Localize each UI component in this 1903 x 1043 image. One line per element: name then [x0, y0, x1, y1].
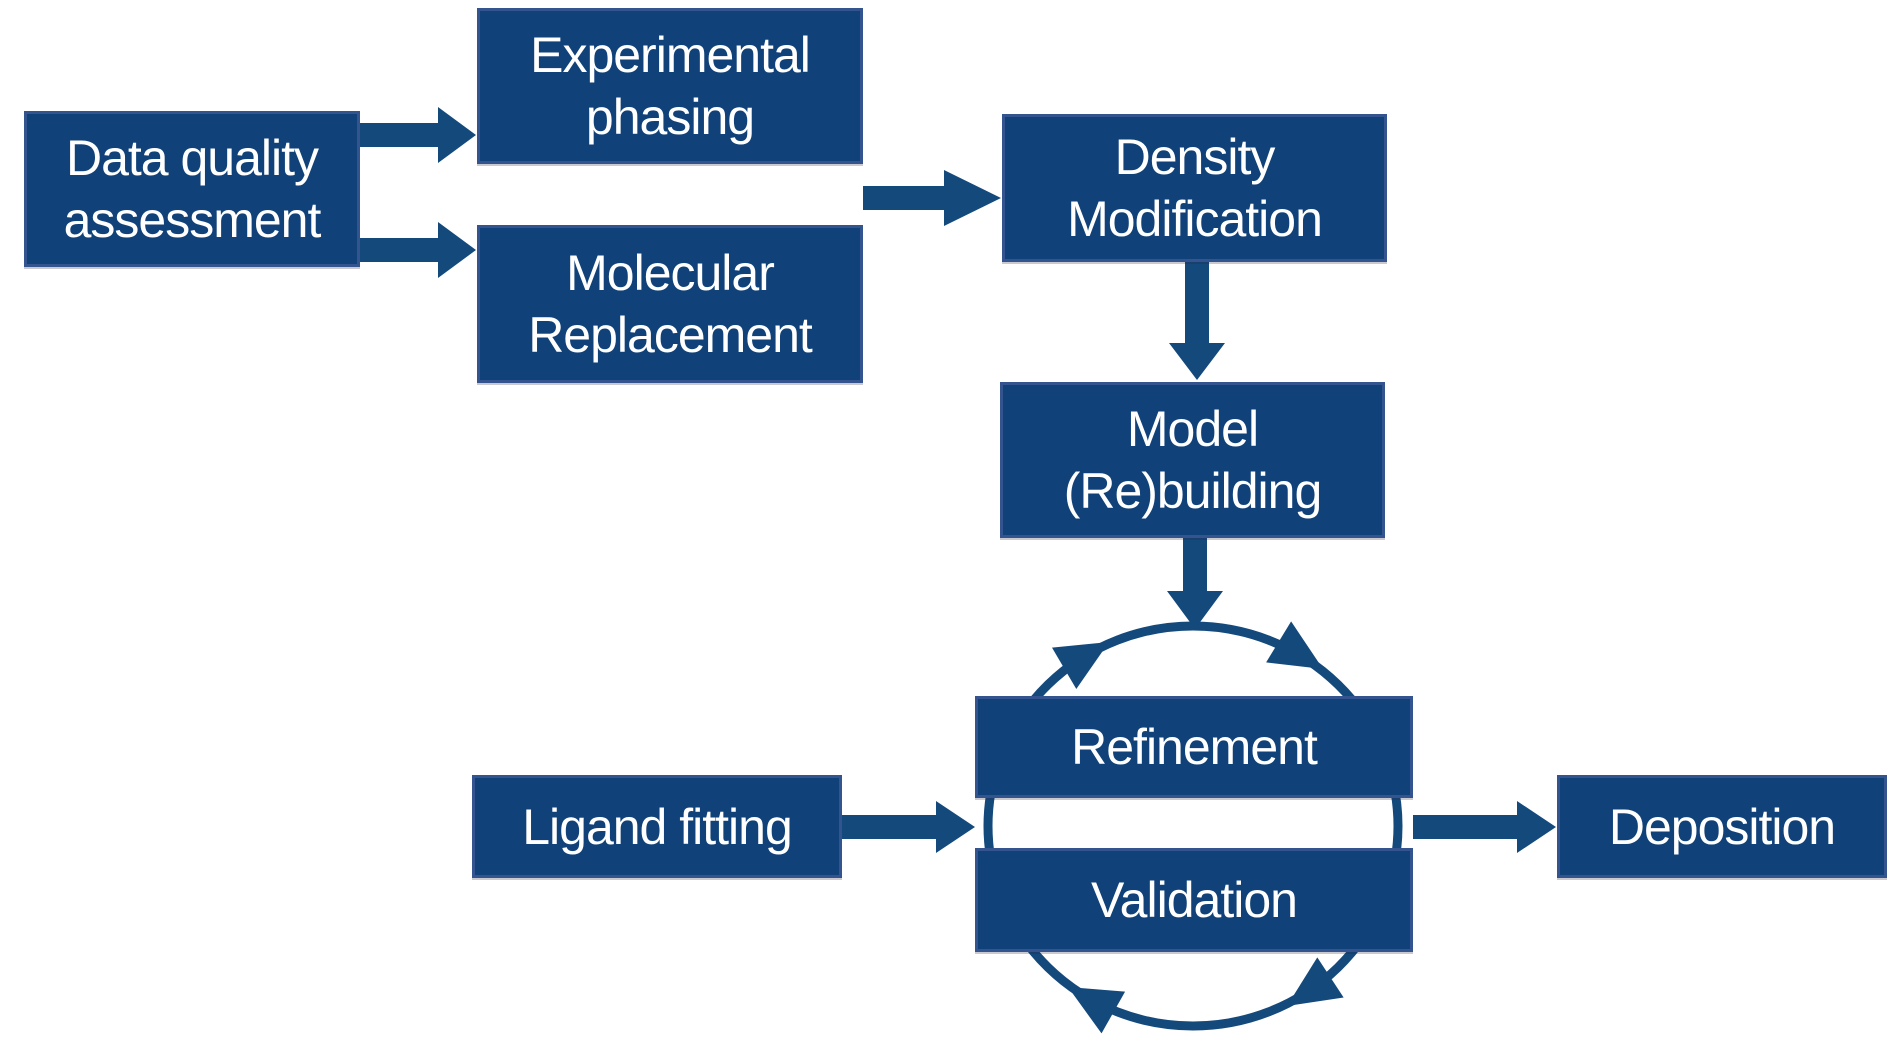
node-label-line: Replacement	[528, 307, 813, 363]
node-label-line: Experimental	[530, 27, 811, 83]
node-validation: Validation	[975, 848, 1413, 952]
arrow-phasing-to-densitymodification	[863, 170, 1001, 226]
node-label: Refinement	[1071, 719, 1318, 775]
arrow-dataquality-to-experimentalphasing	[360, 107, 476, 163]
node-label-line: Modification	[1067, 191, 1323, 247]
node-label: Ligand fitting	[522, 798, 793, 855]
cycle-arrowhead-bottom-right-icon	[1287, 957, 1344, 1006]
cycle-arrowhead-top-right-icon	[1266, 621, 1323, 669]
node-data-quality-assessment: Data quality assessment	[24, 111, 360, 267]
node-model-rebuilding: Model (Re)building	[1000, 382, 1385, 538]
arrow-densitymodification-to-modelrebuilding	[1169, 262, 1225, 380]
node-density-modification: Density Modification	[1002, 114, 1387, 262]
node-label-line: phasing	[585, 89, 755, 145]
node-molecular-replacement: Molecular Replacement	[477, 225, 863, 383]
node-label: Deposition	[1608, 798, 1836, 855]
node-refinement: Refinement	[975, 696, 1413, 798]
node-label-line: Molecular	[566, 245, 775, 301]
node-experimental-phasing: Experimental phasing	[477, 8, 863, 164]
node-label-line: (Re)building	[1063, 463, 1323, 519]
node-label-line: Model	[1126, 401, 1259, 457]
node-label-line: assessment	[63, 192, 322, 248]
arrow-cycle-to-deposition	[1413, 801, 1556, 853]
node-label-line: Data quality	[65, 130, 319, 186]
cycle-arrowhead-top-left-icon	[1052, 642, 1109, 690]
arrow-ligandfitting-to-cycle	[842, 801, 975, 853]
arrow-modelrebuilding-to-cycle	[1167, 538, 1223, 629]
arrow-dataquality-to-molecularreplacement	[360, 222, 476, 278]
node-deposition: Deposition	[1557, 775, 1887, 878]
node-label-line: Density	[1114, 129, 1276, 185]
refinement-validation-cycle-circle	[983, 621, 1403, 1031]
node-ligand-fitting: Ligand fitting	[472, 775, 842, 878]
node-label: Validation	[1091, 872, 1298, 928]
cycle-arrowhead-bottom-left-icon	[1068, 987, 1126, 1034]
